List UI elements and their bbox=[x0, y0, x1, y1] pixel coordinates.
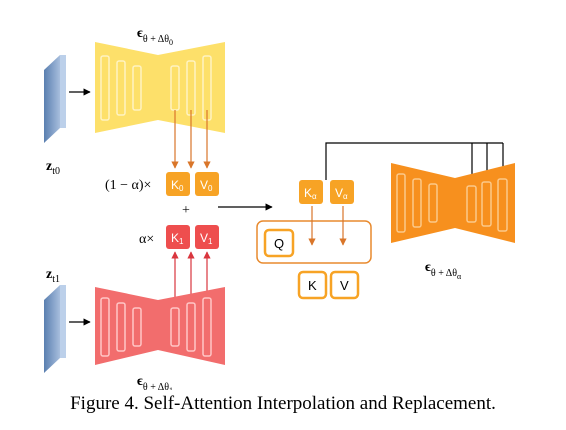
unet-bottom-block bbox=[116, 302, 126, 352]
unet-top-label: ϵθ + Δθ0 bbox=[137, 26, 173, 47]
coeff-top: (1 − α)× bbox=[105, 178, 151, 193]
unet-top-block bbox=[170, 65, 180, 111]
latent-top-label: zt0 bbox=[46, 159, 60, 177]
unet-bottom: ϵθ + Δθ1 bbox=[95, 287, 225, 390]
unet-bottom-block bbox=[100, 297, 110, 357]
connector-line bbox=[325, 142, 503, 180]
unet-top-encoder bbox=[95, 42, 158, 133]
unet-bottom-label: ϵθ + Δθ1 bbox=[137, 374, 173, 390]
ka-box: Kα bbox=[299, 180, 323, 204]
unet-top: ϵθ + Δθ0 bbox=[95, 26, 225, 133]
latent-bottom-slab bbox=[44, 285, 60, 373]
v1-label: V1 bbox=[200, 231, 213, 246]
unet-bottom-block bbox=[170, 307, 180, 347]
v-box: V bbox=[329, 270, 360, 300]
k0-box: K0 bbox=[166, 172, 190, 196]
unet-top-block bbox=[100, 55, 110, 121]
q-box: Q bbox=[263, 228, 295, 258]
unet-right-block bbox=[466, 185, 477, 223]
q-label: Q bbox=[274, 236, 284, 251]
unet-bottom-block bbox=[202, 297, 212, 357]
coeff-bottom: α× bbox=[139, 232, 154, 247]
latent-top: zt0 bbox=[44, 55, 91, 177]
latent-bottom-edge bbox=[60, 285, 66, 358]
unet-bottom-encoder bbox=[95, 287, 158, 365]
k-box: K bbox=[297, 270, 328, 300]
unet-right-block bbox=[481, 181, 492, 227]
latent-top-slab bbox=[44, 55, 60, 143]
plus-sign: + bbox=[182, 203, 190, 218]
unet-top-block bbox=[132, 65, 142, 111]
unet-bottom-block bbox=[132, 307, 142, 347]
va-box: Vα bbox=[330, 180, 354, 204]
k1-label: K1 bbox=[171, 231, 184, 246]
unet-top-bottleneck bbox=[158, 55, 170, 120]
unet-right: ϵθ + Δθα bbox=[391, 163, 515, 281]
unet-right-label: ϵθ + Δθα bbox=[425, 260, 462, 281]
unet-right-block bbox=[396, 173, 406, 233]
unet-right-block bbox=[412, 178, 422, 228]
v0-box: V0 bbox=[195, 172, 219, 196]
ka-label: Kα bbox=[304, 186, 317, 201]
unet-top-block bbox=[116, 60, 126, 116]
v0-label: V0 bbox=[200, 178, 213, 193]
k-label: K bbox=[308, 278, 317, 293]
va-label: Vα bbox=[335, 186, 348, 201]
latent-bottom-label: zt1 bbox=[46, 267, 60, 285]
k1-box: K1 bbox=[166, 225, 190, 249]
v1-box: V1 bbox=[195, 225, 219, 249]
figure-caption: Figure 4. Self-Attention Interpolation a… bbox=[70, 393, 496, 414]
latent-top-edge bbox=[60, 55, 66, 128]
unet-right-block bbox=[497, 178, 508, 232]
k0-label: K0 bbox=[171, 178, 184, 193]
attention-block bbox=[256, 220, 372, 264]
unet-bottom-block bbox=[186, 302, 196, 352]
latent-bottom: zt1 bbox=[44, 267, 91, 373]
unet-top-block bbox=[186, 60, 196, 116]
unet-right-encoder bbox=[391, 163, 455, 243]
diagram: zt0 ϵθ + Δθ0 (1 − α)× K0 V0 + α× K1 bbox=[44, 26, 515, 390]
v-label: V bbox=[340, 278, 349, 293]
unet-right-block bbox=[428, 183, 438, 223]
